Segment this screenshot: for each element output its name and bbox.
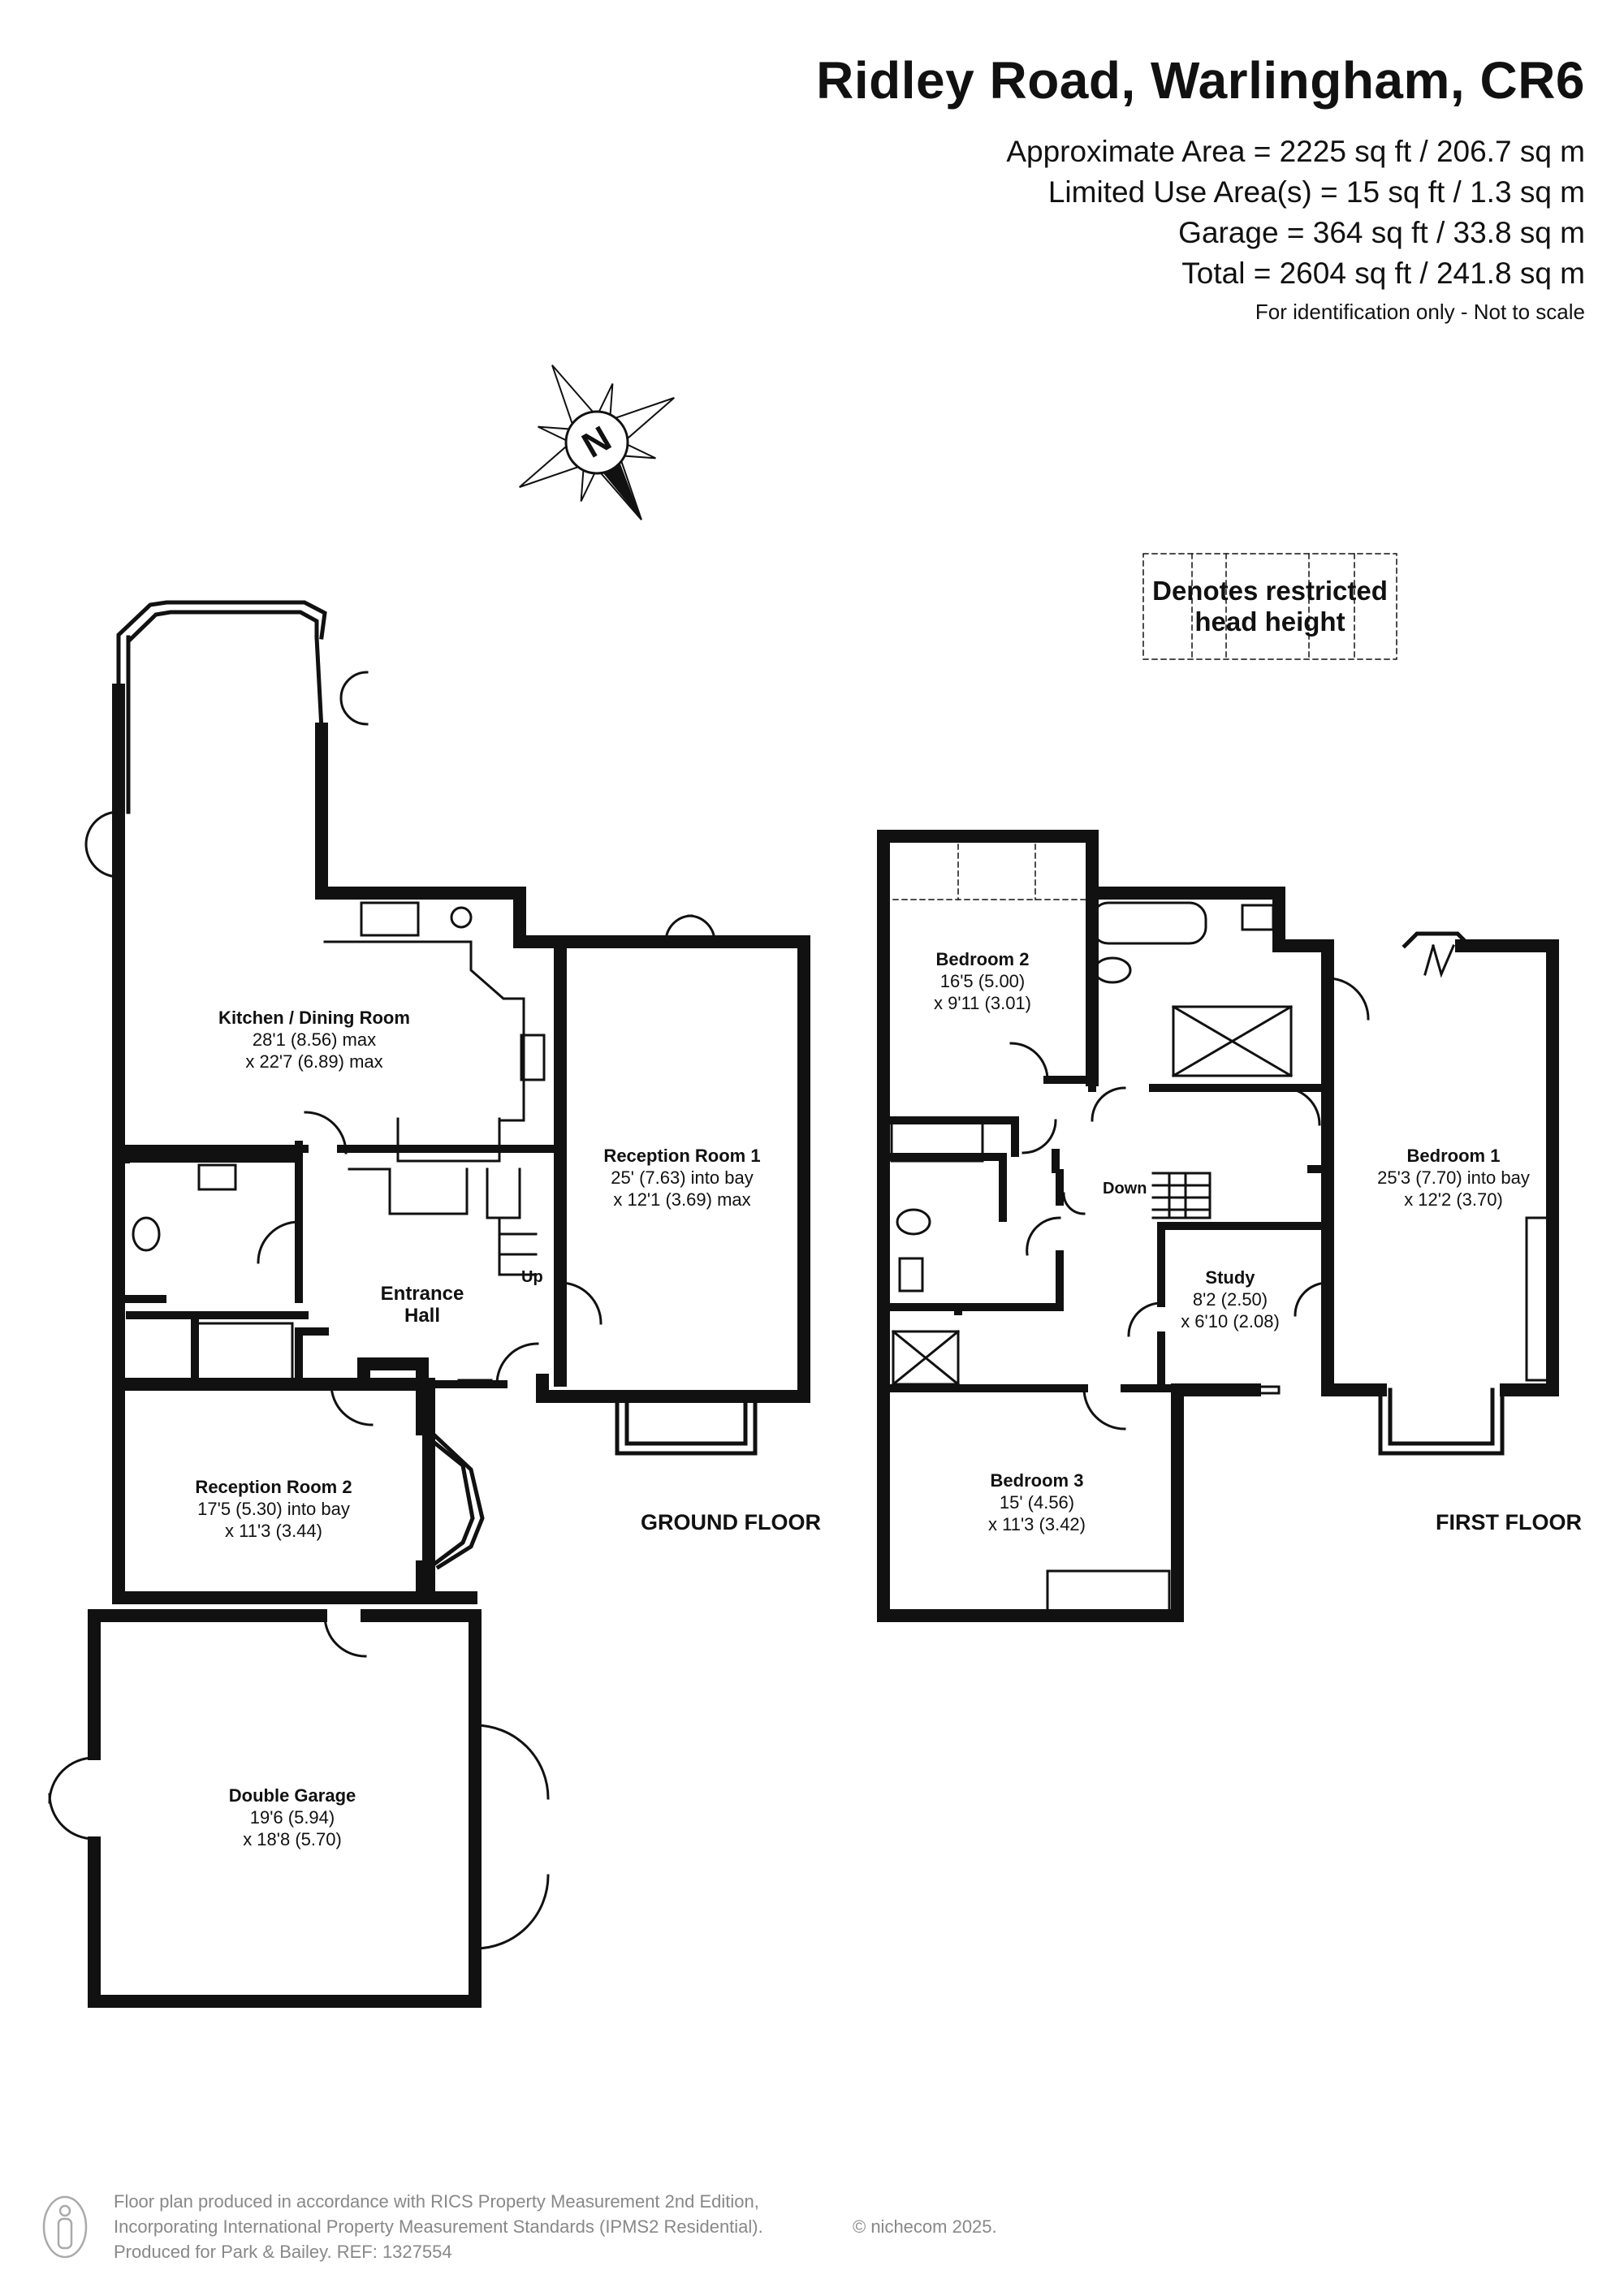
person-info-icon bbox=[42, 2195, 88, 2259]
room-reception-2: Reception Room 2 17'5 (5.30) into bay x … bbox=[195, 1477, 352, 1541]
compass-rose-icon: N bbox=[519, 365, 675, 520]
room-bedroom-3: Bedroom 3 15' (4.56) x 11'3 (3.42) bbox=[988, 1470, 1086, 1534]
ground-floor-walls bbox=[88, 684, 810, 2008]
stairs-down-label: Down bbox=[1103, 1180, 1147, 1198]
room-study: Study 8'2 (2.50) x 6'10 (2.08) bbox=[1181, 1267, 1280, 1331]
garage-area: Garage = 364 sq ft / 33.8 sq m bbox=[1178, 216, 1585, 249]
ground-floor-label: GROUND FLOOR bbox=[641, 1510, 821, 1534]
room-bedroom-1: Bedroom 1 25'3 (7.70) into bay x 12'2 (3… bbox=[1377, 1146, 1530, 1210]
restricted-height-legend: Denotes restricted head height bbox=[1152, 576, 1388, 637]
scale-note: For identification only - Not to scale bbox=[1255, 300, 1585, 324]
limited-use-area: Limited Use Area(s) = 15 sq ft / 1.3 sq … bbox=[1047, 175, 1585, 209]
room-double-garage: Double Garage 19'6 (5.94) x 18'8 (5.70) bbox=[228, 1785, 356, 1849]
stairs-up-label: Up bbox=[521, 1268, 543, 1286]
total-area: Total = 2604 sq ft / 241.8 sq m bbox=[1181, 257, 1585, 290]
room-entrance-hall: Entrance Hall bbox=[380, 1283, 464, 1327]
approximate-area: Approximate Area = 2225 sq ft / 206.7 sq… bbox=[1006, 135, 1585, 168]
room-reception-1: Reception Room 1 25' (7.63) into bay x 1… bbox=[603, 1146, 761, 1210]
area-summary: Approximate Area = 2225 sq ft / 206.7 sq… bbox=[1006, 132, 1585, 294]
room-kitchen-dining: Kitchen / Dining Room 28'1 (8.56) max x … bbox=[218, 1008, 410, 1072]
copyright: © nichecom 2025. bbox=[853, 2216, 997, 2237]
room-bedroom-2: Bedroom 2 16'5 (5.00) x 9'11 (3.01) bbox=[934, 949, 1031, 1013]
page-title: Ridley Road, Warlingham, CR6 bbox=[816, 51, 1585, 110]
first-floor-walls bbox=[877, 830, 1559, 1622]
footer-credits: Floor plan produced in accordance with R… bbox=[114, 2191, 997, 2262]
first-floor-label: FIRST FLOOR bbox=[1436, 1510, 1582, 1534]
